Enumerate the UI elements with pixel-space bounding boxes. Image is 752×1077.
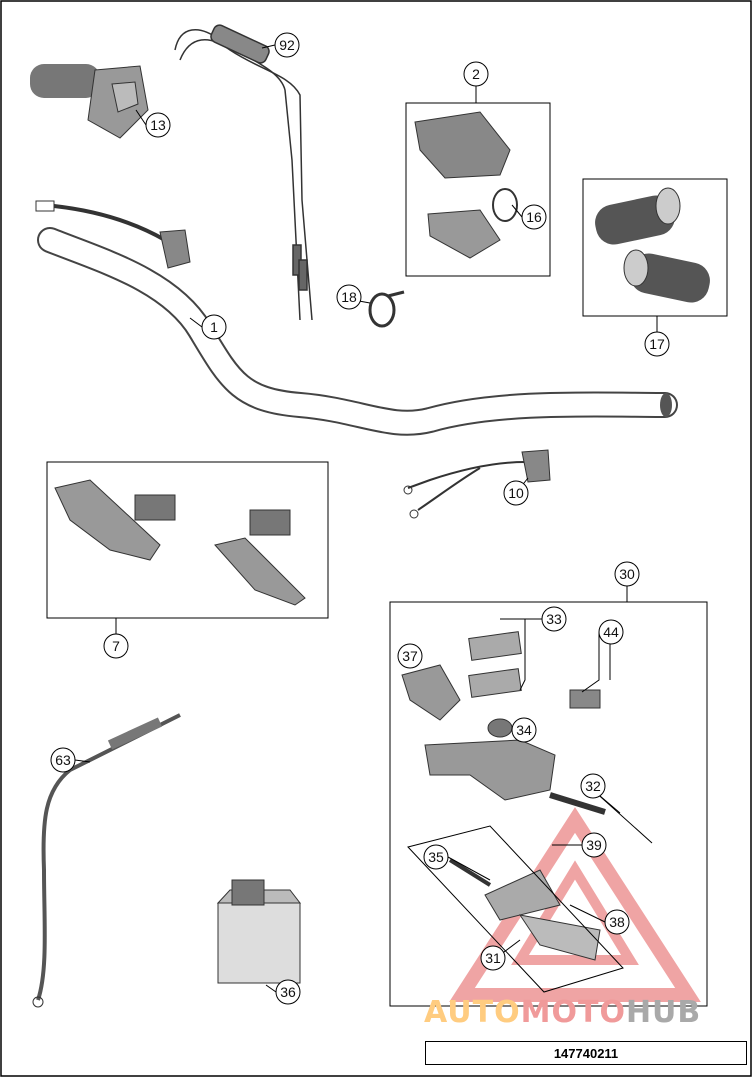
handlebar-part: [37, 227, 678, 436]
callout-30: 30: [614, 561, 640, 587]
callout-63: 63: [50, 747, 76, 773]
grips-part: [595, 187, 710, 303]
cable-tie-part: [368, 290, 405, 328]
throttle-cables-part: [174, 24, 313, 321]
callout-1: 1: [201, 314, 227, 340]
callout-13: 13: [145, 112, 171, 138]
svg-text:37: 37: [402, 648, 418, 664]
svg-text:16: 16: [526, 209, 542, 225]
lever-subbox: [407, 825, 624, 993]
grips-box: [582, 178, 728, 317]
switch-box: [405, 102, 551, 277]
svg-text:7: 7: [112, 638, 120, 654]
callout-17: 17: [644, 331, 670, 357]
callout-10: 10: [503, 480, 529, 506]
callout-39: 39: [581, 832, 607, 858]
brake-master-cylinder-part: [401, 631, 606, 961]
svg-text:33: 33: [546, 611, 562, 627]
svg-text:10: 10: [508, 485, 524, 501]
svg-text:39: 39: [586, 837, 602, 853]
svg-text:44: 44: [603, 624, 619, 640]
part-number-label: 147740211: [425, 1041, 747, 1065]
svg-text:30: 30: [619, 566, 635, 582]
callout-18: 18: [336, 284, 362, 310]
callout-2: 2: [463, 61, 489, 87]
svg-text:1: 1: [210, 319, 218, 335]
callout-44: 44: [598, 619, 624, 645]
svg-text:36: 36: [280, 984, 296, 1000]
callout-37: 37: [397, 643, 423, 669]
handguard-part: [54, 479, 306, 606]
svg-text:2: 2: [472, 66, 480, 82]
speedo-cable-part: [32, 713, 181, 1008]
callout-33: 33: [541, 606, 567, 632]
brake-fluid-part: [216, 879, 302, 984]
switch-wire-part: [35, 200, 191, 269]
brake-box: [389, 601, 708, 1007]
svg-text:32: 32: [585, 778, 601, 794]
watermark-logo: AUTOMOTOHUB: [424, 995, 702, 1030]
svg-text:13: 13: [150, 117, 166, 133]
callout-16: 16: [521, 204, 547, 230]
switch-housing-part: [414, 111, 518, 259]
handguard-box: [46, 461, 329, 619]
svg-text:31: 31: [485, 950, 501, 966]
svg-text:34: 34: [516, 722, 532, 738]
svg-text:92: 92: [279, 37, 295, 53]
throttle-grip-part: [30, 64, 149, 139]
svg-text:17: 17: [649, 336, 665, 352]
callout-38: 38: [604, 909, 630, 935]
callout-32: 32: [580, 773, 606, 799]
callout-36: 36: [275, 979, 301, 1005]
callout-34: 34: [511, 717, 537, 743]
clutch-switch-part: [403, 449, 551, 519]
callout-7: 7: [103, 633, 129, 659]
callout-35: 35: [423, 844, 449, 870]
svg-text:38: 38: [609, 914, 625, 930]
svg-text:63: 63: [55, 752, 71, 768]
svg-text:18: 18: [341, 289, 357, 305]
svg-text:35: 35: [428, 849, 444, 865]
callout-92: 92: [274, 32, 300, 58]
callout-31: 31: [480, 945, 506, 971]
